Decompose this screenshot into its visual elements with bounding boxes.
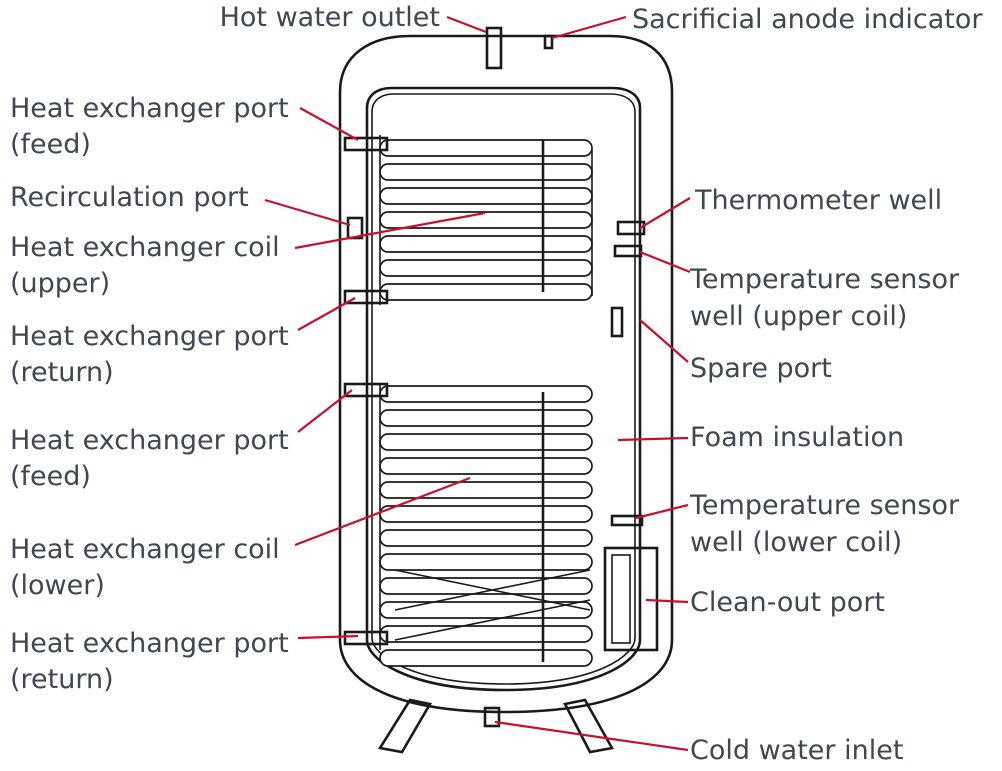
- leader-foam-insulation: [617, 436, 689, 442]
- thermometer-well-fitting: [616, 220, 646, 236]
- label-thermometer-well: Thermometer well: [694, 185, 942, 216]
- leader-clean-out-port: [645, 598, 689, 604]
- label-hx-coil-upper-2: (upper): [10, 268, 110, 299]
- leader-hx-coil-upper: [294, 211, 486, 250]
- temp-sensor-upper-fitting: [613, 244, 643, 258]
- label-hx-coil-lower-2: (lower): [10, 570, 105, 601]
- leader-hx-coil-lower: [294, 476, 471, 547]
- leader-cold-water-inlet: [494, 720, 689, 752]
- label-foam-insulation: Foam insulation: [690, 422, 904, 453]
- clean-out-port-flange: [611, 554, 631, 644]
- lower-feed-port: [343, 382, 389, 398]
- leader-hx-port-return-upper: [297, 297, 356, 331]
- label-hx-port-feed-upper-1: Heat exchanger port: [10, 93, 289, 124]
- spare-port-fitting: [610, 306, 624, 338]
- label-hx-port-return-upper-2: (return): [10, 357, 114, 388]
- label-hx-port-return-lower-2: (return): [10, 664, 114, 695]
- upper-coil: [379, 135, 593, 305]
- label-temp-sensor-lower-1: Temperature sensor: [689, 490, 960, 521]
- leader-temp-sensor-lower: [635, 503, 689, 520]
- label-spare-port: Spare port: [690, 353, 832, 384]
- tank-body: [338, 34, 674, 714]
- leader-spare-port: [639, 319, 689, 363]
- leader-temp-sensor-upper: [639, 250, 691, 274]
- labels-right: Sacrificial anode indicator Thermometer …: [632, 4, 983, 766]
- label-temp-sensor-upper-2: well (upper coil): [690, 301, 907, 332]
- label-temp-sensor-lower-2: well (lower coil): [690, 527, 902, 558]
- cold-water-inlet-pipe: [483, 706, 501, 728]
- label-hx-port-return-lower-1: Heat exchanger port: [10, 628, 289, 659]
- leader-hx-port-feed-upper: [299, 107, 359, 141]
- lower-coil: [379, 385, 593, 667]
- lower-return-port: [343, 630, 389, 646]
- label-clean-out-port: Clean-out port: [690, 587, 885, 618]
- leader-recirculation-port: [264, 198, 351, 227]
- label-recirculation-port: Recirculation port: [10, 182, 249, 213]
- inner-vessel-wall: [371, 93, 636, 685]
- label-hx-port-return-upper-1: Heat exchanger port: [10, 321, 289, 352]
- upper-return-port: [343, 289, 389, 305]
- leader-hx-port-feed-lower: [297, 389, 353, 433]
- leader-hx-port-return-lower: [297, 634, 359, 640]
- upper-feed-port: [343, 136, 389, 152]
- label-hx-port-feed-upper-2: (feed): [10, 129, 91, 160]
- label-sacrificial-anode: Sacrificial anode indicator: [632, 4, 983, 35]
- foam-insulation-shell: [338, 34, 674, 714]
- clean-out-port-plate: [603, 546, 659, 652]
- leader-lines: [264, 15, 691, 752]
- anode-indicator-cap: [543, 34, 554, 50]
- top-fittings: [485, 26, 554, 70]
- leader-sacrificial-anode: [551, 15, 627, 40]
- label-hot-water-outlet: Hot water outlet: [220, 2, 440, 33]
- label-hx-port-feed-lower-2: (feed): [10, 461, 91, 492]
- leader-thermometer-well: [639, 197, 691, 229]
- tank-legs: [377, 698, 615, 754]
- label-hx-coil-lower-1: Heat exchanger coil: [10, 534, 280, 565]
- label-cold-water-inlet: Cold water inlet: [690, 735, 903, 766]
- leader-hot-water-outlet: [446, 15, 487, 34]
- label-hx-port-feed-lower-1: Heat exchanger port: [10, 425, 289, 456]
- label-hx-coil-upper-1: Heat exchanger coil: [10, 232, 280, 263]
- temp-sensor-lower-fitting: [610, 514, 644, 527]
- label-temp-sensor-upper-1: Temperature sensor: [689, 264, 960, 295]
- hot-water-outlet-pipe: [485, 26, 503, 70]
- labels-left: Hot water outlet Heat exchanger port (fe…: [10, 2, 440, 695]
